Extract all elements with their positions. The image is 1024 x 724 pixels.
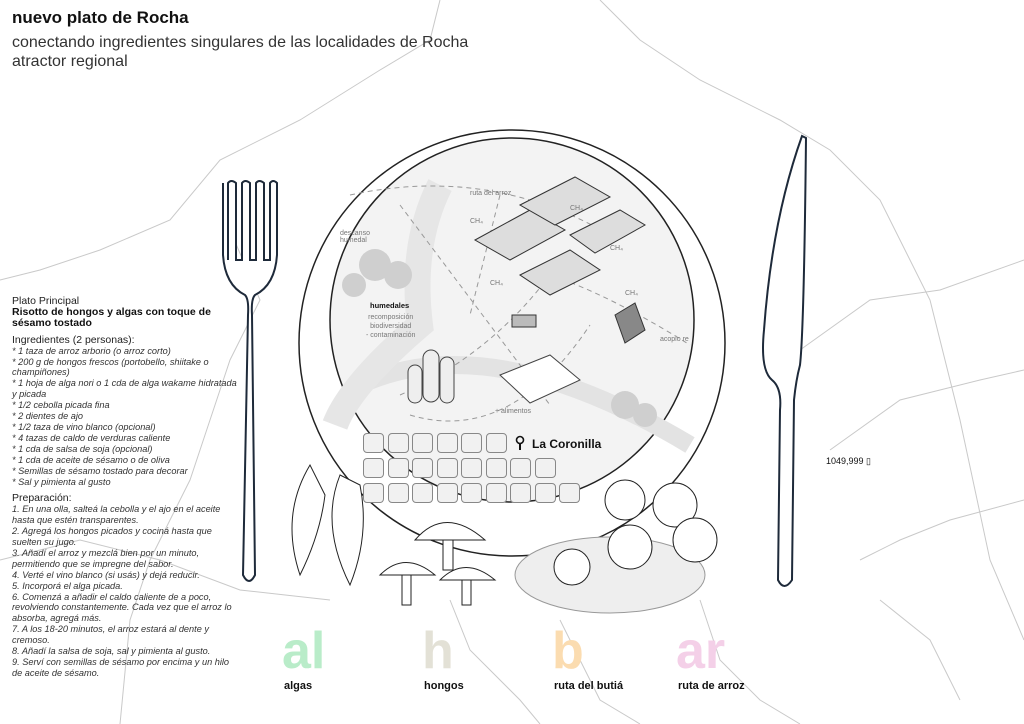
seaweed-icon: [331, 474, 364, 587]
legend-label: ruta del butiá: [554, 680, 624, 692]
food-illustrations: [291, 463, 718, 614]
grid-cell: [510, 483, 531, 503]
note: biodiversidad: [370, 323, 412, 330]
grid-cell: [461, 433, 482, 453]
list-item: 9. Serví con semillas de sésamo por enci…: [12, 657, 230, 678]
list-item: * 200 g de hongos frescos (portobello, s…: [12, 356, 209, 378]
list-item: 7. A los 18-20 minutos, el arroz estará …: [12, 624, 209, 646]
note: recomposición: [368, 314, 414, 321]
ingredients-title: Ingredientes (2 personas):: [12, 333, 135, 346]
list-item: * 1 hoja de alga nori o 1 cda de alga wa…: [12, 378, 237, 400]
recipe-category: Plato Principal: [12, 295, 80, 307]
grid-cell: [534, 458, 556, 478]
list-item: * 2 dientes de ajo: [12, 411, 84, 422]
legend-butia: b ruta del butiá: [552, 622, 692, 696]
grid-cell: [387, 483, 409, 503]
page-title: nuevo plato de Rocha: [12, 8, 189, 27]
grid-cell: [436, 433, 458, 453]
label-ch4: CH₄: [625, 290, 638, 297]
grid-cell: [485, 458, 507, 478]
label-acopio: acopio re: [660, 336, 689, 343]
list-item: 2. Agregá los hongos picados y cociná ha…: [12, 526, 212, 548]
grid-cell: [559, 483, 580, 503]
list-item: * Sal y pimienta al gusto: [12, 476, 111, 487]
rice-fields-illustration: [473, 176, 646, 296]
legend-glyph: h: [422, 622, 454, 680]
mushroom-icon: [378, 522, 497, 606]
fork-icon: [222, 180, 278, 582]
grid-cell: [510, 458, 531, 478]
list-item: 3. Añadí el arroz y mezclá bien por un m…: [12, 547, 200, 569]
list-item: * 1 cda de aceite de sésamo o de oliva: [12, 454, 170, 465]
grid-cell: [485, 483, 507, 503]
recipe-name: Risotto de hongos y algas con toque de s…: [12, 305, 211, 329]
legend-label: hongos: [424, 680, 464, 692]
grid-cell: [387, 458, 409, 478]
trees-illustration: [342, 249, 657, 427]
silos-illustration: [407, 349, 455, 404]
harvester-illustration: [511, 314, 537, 328]
grid-cell: [461, 483, 482, 503]
label-ch4: CH₄: [470, 218, 483, 225]
legend-label: ruta de arroz: [678, 680, 745, 692]
list-item: * Semillas de sésamo tostado para decora…: [12, 465, 188, 476]
list-item: * 1/2 taza de vino blanco (opcional): [12, 421, 156, 432]
legend-hongos: h hongos: [422, 622, 562, 696]
grid-cell: [436, 458, 458, 478]
note: - contaminación: [366, 332, 416, 339]
grid-cell: [436, 483, 458, 503]
label-descanso: descanso humedal: [340, 230, 370, 244]
steps-list: 1. En una olla, salteá la cebolla y el a…: [12, 504, 237, 679]
grid-cell: [412, 458, 433, 478]
list-item: 8. Añadí la salsa de soja, sal y pimient…: [12, 646, 211, 657]
subtitle-line: conectando ingredientes singulares de la…: [12, 34, 469, 51]
grid-cell: [412, 433, 433, 453]
label-alimentos: + alimentos: [495, 408, 531, 415]
grid-cell: [534, 483, 556, 503]
grid-cell: [363, 433, 384, 453]
grid-cell: [387, 433, 409, 453]
list-item: 5. Incorporá el alga picada.: [12, 580, 123, 591]
subtitle-line: atractor regional: [12, 53, 128, 70]
grid-cell: [485, 433, 507, 453]
list-item: * 4 tazas de caldo de verduras caliente: [12, 432, 171, 443]
list-item: * 1/2 cebolla picada fina: [12, 400, 110, 411]
list-item: * 1 cda de salsa de soja (opcional): [12, 443, 153, 454]
page-subtitle: conectando ingredientes singulares de la…: [12, 33, 468, 71]
legend-glyph: ar: [676, 622, 726, 680]
list-item: 1. En una olla, salteá la cebolla y el a…: [12, 504, 221, 526]
label-ch4: CH₄: [570, 205, 583, 212]
seaweed-icon: [291, 463, 326, 577]
grid-cell: [461, 458, 482, 478]
plate: [298, 129, 726, 557]
grid-cell: [363, 458, 384, 478]
preparation-title: Preparación:: [12, 492, 72, 505]
legend-glyph: b: [552, 622, 584, 680]
list-item: 4. Verté el vino blanco (si usás) y dejá…: [12, 569, 200, 580]
map-readout: 1049,999 ▯: [826, 456, 871, 466]
label-humedales: humedales: [370, 301, 410, 310]
ingredients-list: * 1 taza de arroz arborio (o arroz corto…: [12, 346, 237, 488]
list-item: * 1 taza de arroz arborio (o arroz corto…: [12, 345, 171, 356]
grid-cell: [412, 483, 433, 503]
legend-glyph: al: [282, 622, 326, 680]
label-ch4: CH₄: [490, 280, 503, 287]
grid-cell: [363, 483, 384, 503]
butia-fruit-icon: [553, 479, 718, 586]
storage-illustration: [614, 302, 646, 344]
location-label: La Coronilla: [532, 437, 602, 451]
knife-icon: [762, 134, 808, 587]
greenhouse-illustration: [499, 354, 581, 404]
legend-label: algas: [284, 680, 313, 692]
recipe-panel: Plato Principal Risotto de hongos y alga…: [12, 296, 237, 679]
label-ruta-arroz: ruta del arroz: [470, 190, 512, 197]
label-ch4: CH₄: [610, 245, 623, 252]
legend-algas: al algas: [282, 622, 422, 696]
location-pin-icon: [515, 435, 525, 450]
list-item: 6. Comenzá a añadir el caldo caliente de…: [12, 591, 232, 624]
legend-arroz: ar ruta de arroz: [676, 622, 816, 696]
